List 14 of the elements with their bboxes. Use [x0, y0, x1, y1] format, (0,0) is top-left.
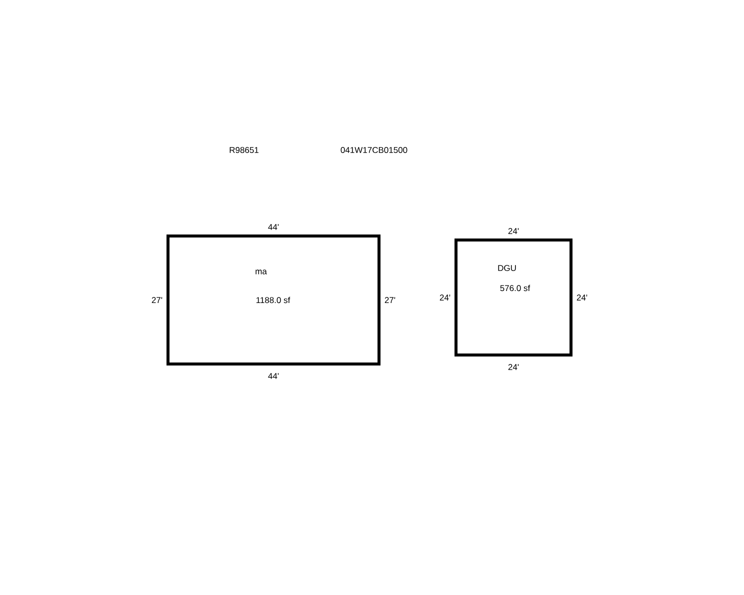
parcel-id: R98651 [230, 147, 258, 153]
room-name: DGU [498, 265, 516, 271]
dimension-label: 24' [508, 364, 519, 370]
dimension-label: 27' [384, 297, 396, 303]
area-label: 1188.0 sf [256, 296, 290, 304]
dimension-label: 44' [268, 373, 279, 379]
dimension-label: 24' [576, 294, 588, 300]
area-label: 576.0 sf [500, 284, 530, 292]
dimension-label: 24' [440, 294, 450, 300]
dimension-label: 27' [152, 297, 162, 303]
parcel-id: 041W17CB01500 [340, 147, 408, 153]
dimension-label: 24' [508, 228, 519, 234]
room-name: ma [256, 270, 267, 274]
dimension-label: 44' [268, 224, 279, 230]
